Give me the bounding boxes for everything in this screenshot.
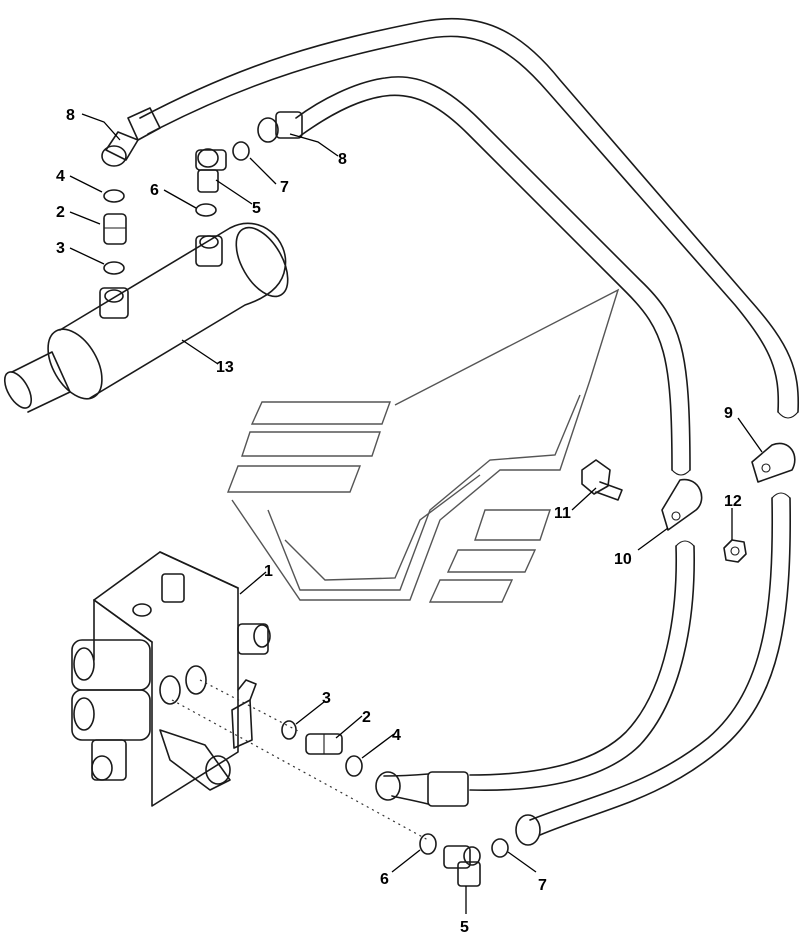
callout-11: 11 [554,505,571,522]
callout-7-upper: 7 [280,179,289,196]
o-ring-lower-7 [491,838,509,858]
o-ring-upper-7 [232,141,250,161]
callout-6-lower: 6 [380,871,389,888]
straight-adapter-upper [103,213,127,245]
leader-lines [69,113,763,914]
callout-5-upper: 5 [252,200,261,217]
bolt-11 [581,459,623,501]
callout-4-upper: 4 [56,168,65,185]
watermark-logo [226,288,620,603]
elbow-hose-fitting-upper [101,107,161,167]
callout-5-lower: 5 [460,919,469,936]
callout-6-upper: 6 [150,182,159,199]
callout-12: 12 [724,493,742,510]
callout-13: 13 [216,359,234,376]
elbow-adapter-lower [443,845,481,887]
upper-hose-left [139,17,800,413]
callout-8-upper-left: 8 [66,107,75,124]
callout-10: 10 [614,551,632,568]
callout-3-upper: 3 [56,240,65,257]
callout-4-lower: 4 [392,727,401,744]
callout-7-lower: 7 [538,877,547,894]
callout-2-upper: 2 [56,204,65,221]
straight-hose-fitting-upper [257,111,303,143]
o-ring-lower-6 [419,833,437,855]
callout-1: 1 [264,563,273,580]
clamp-10 [661,478,703,531]
clamp-9 [751,442,796,483]
hydraulic-cylinder [3,222,289,413]
upper-hose-right [295,76,691,471]
callout-2-lower: 2 [362,709,371,726]
callout-3-lower: 3 [322,690,331,707]
callout-9: 9 [724,405,733,422]
nut-12 [723,539,747,563]
callout-8-upper-right: 8 [338,151,347,168]
o-ring-upper-6 [195,203,217,217]
callout-labels: 8 8 4 2 3 6 5 7 13 9 11 10 12 1 3 2 4 6 … [56,107,742,936]
o-ring-upper-4 [103,189,125,203]
straight-adapter-lower [305,733,343,755]
o-ring-lower-3 [281,720,297,740]
lower-hose-right [515,497,792,846]
elbow-adapter-upper [195,148,227,193]
lower-hose-left [375,545,695,807]
o-ring-lower-4 [345,755,363,777]
valve-block [71,551,271,807]
o-ring-upper-3 [103,261,125,275]
